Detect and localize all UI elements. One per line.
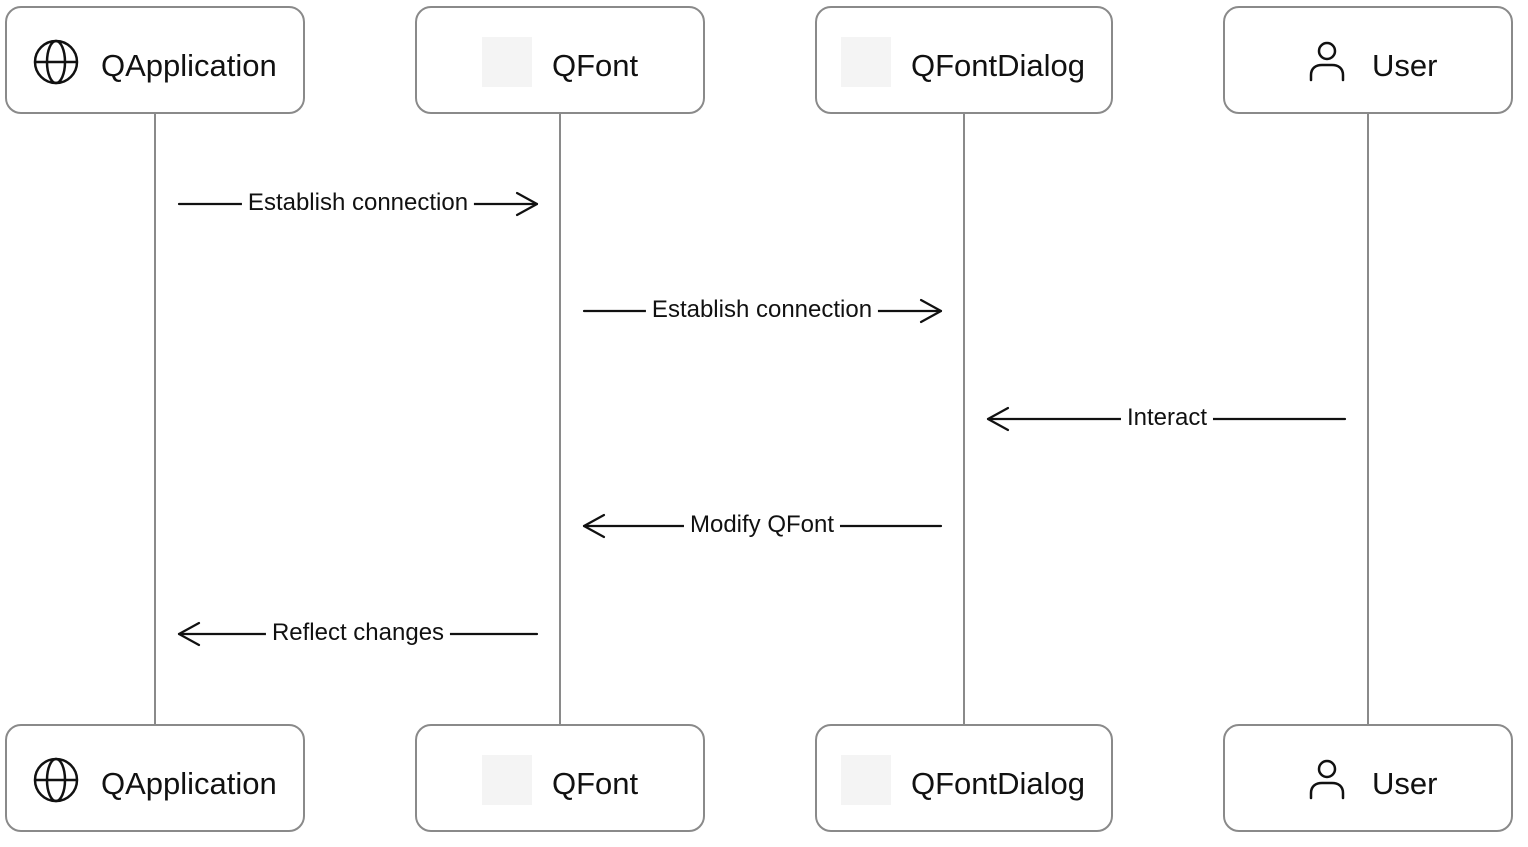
blank-square-icon [841,755,891,805]
arrowhead-left-5 [177,621,201,647]
actor-label: QApplication [101,48,277,83]
arrowhead-left-4 [582,513,606,539]
actor-label: QFontDialog [911,48,1086,83]
actor-qfont-top[interactable]: QFont [415,6,705,114]
message-label-2: Establish connection [645,295,879,325]
actor-label: QFontDialog [911,766,1086,801]
globe-icon [33,39,79,85]
actor-label: User [1372,766,1438,801]
lifeline-qfont [559,114,561,724]
message-label-3: Interact [1120,403,1214,433]
actor-qfont-bottom[interactable]: QFont [415,724,705,832]
lifeline-qapplication [154,114,156,724]
actor-user-top[interactable]: User [1223,6,1513,114]
blank-square-icon [482,755,532,805]
globe-icon [33,757,79,803]
blank-square-icon [841,37,891,87]
actor-label: QFont [552,766,639,801]
arrowhead-right-2 [919,298,943,324]
actor-user-bottom[interactable]: User [1223,724,1513,832]
blank-square-icon [482,37,532,87]
actor-qfontdialog-bottom[interactable]: QFontDialog [815,724,1113,832]
arrowhead-left-3 [986,406,1010,432]
person-icon [1309,41,1345,82]
actor-qapplication-top[interactable]: QApplication [5,6,305,114]
person-icon [1309,759,1345,800]
message-label-4: Modify QFont [683,510,841,540]
actor-label: QFont [552,48,639,83]
lifeline-user [1367,114,1369,724]
actor-label: QApplication [101,766,277,801]
actor-qapplication-bottom[interactable]: QApplication [5,724,305,832]
lifeline-qfontdialog [963,114,965,724]
arrowhead-right-1 [515,191,539,217]
actor-label: User [1372,48,1438,83]
actor-qfontdialog-top[interactable]: QFontDialog [815,6,1113,114]
message-label-1: Establish connection [241,188,475,218]
message-label-5: Reflect changes [265,618,451,648]
